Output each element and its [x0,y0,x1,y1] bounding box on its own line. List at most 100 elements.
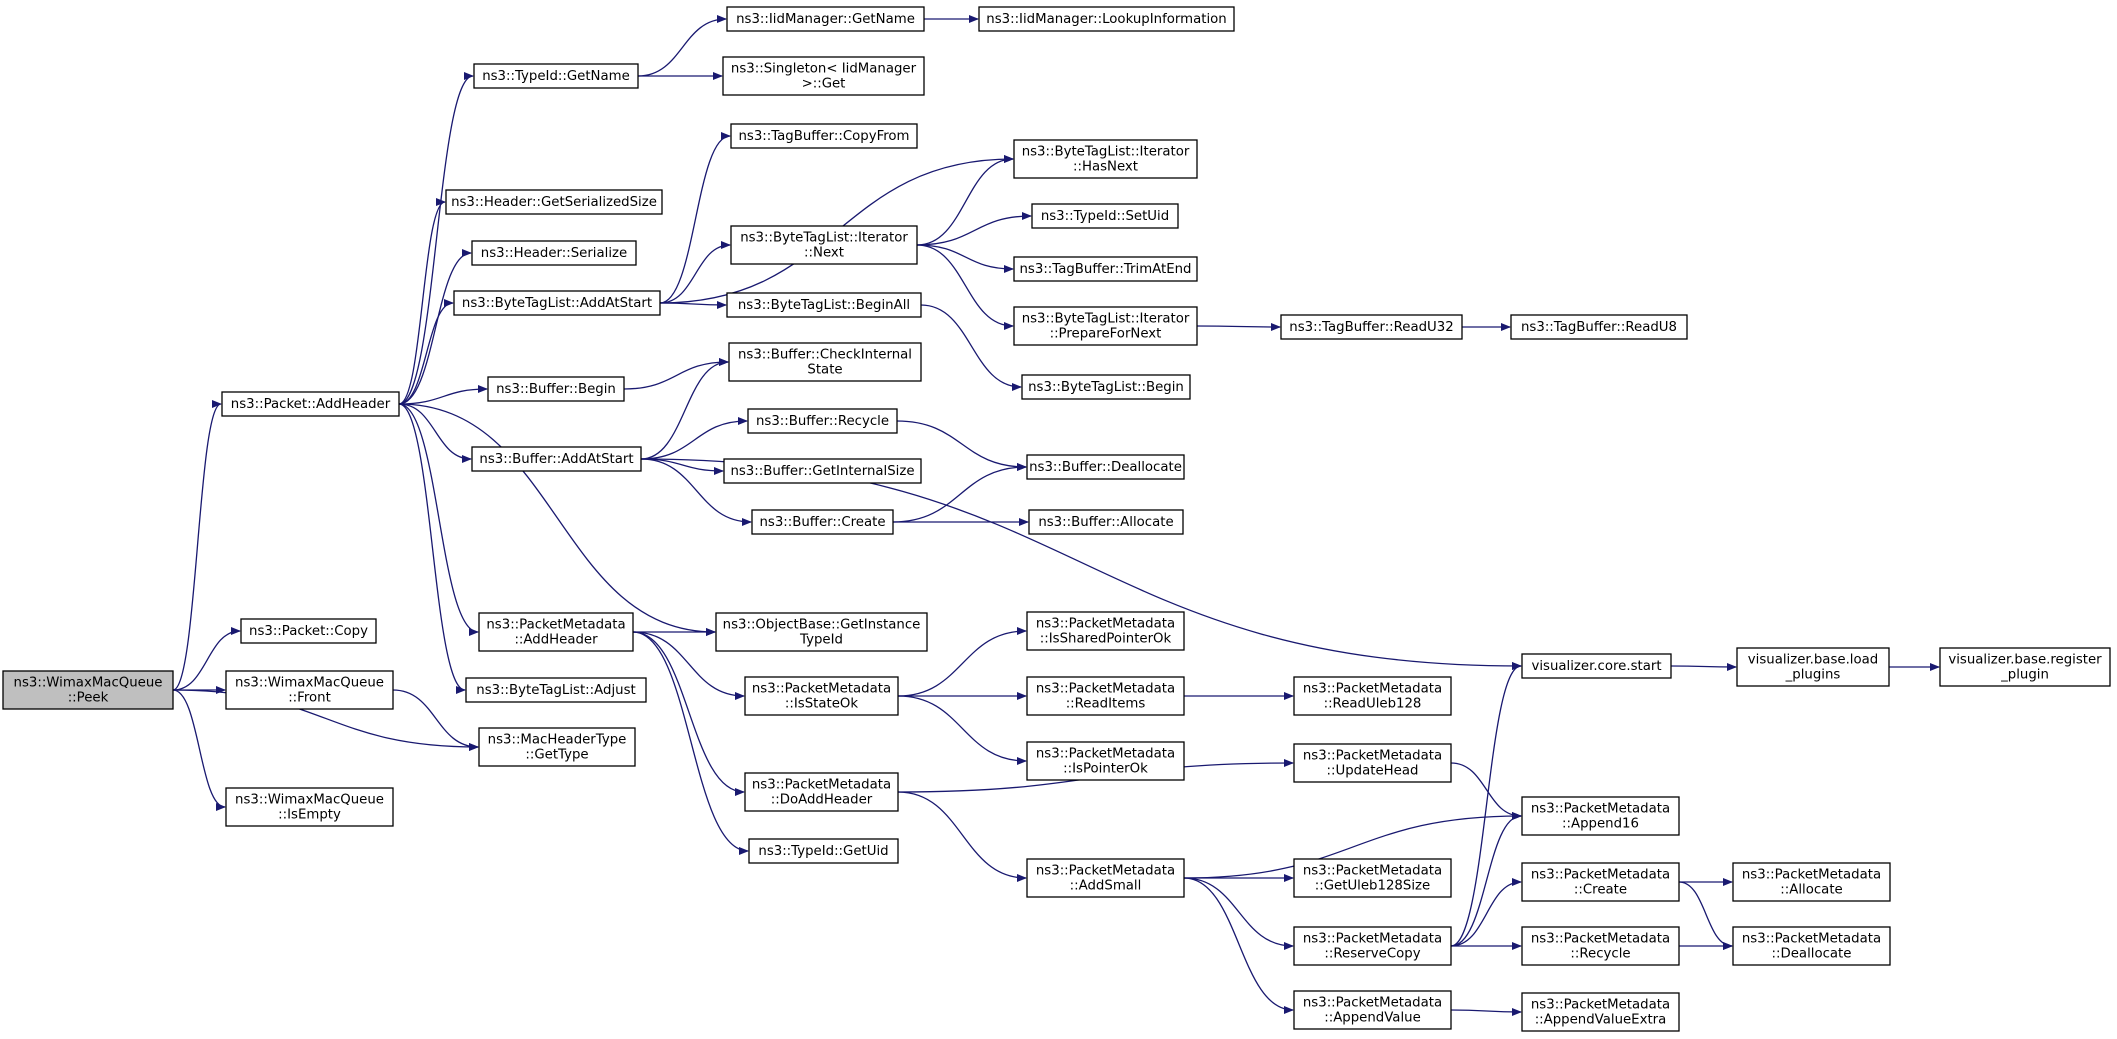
node-pm_recycle[interactable]: ns3::PacketMetadata::Recycle [1521,926,1680,966]
node-box [445,189,663,215]
edge-pm_appendvalue-to-pm_appendvalueextra [1450,1007,1522,1016]
node-viz_register[interactable]: visualizer.base.register_plugin [1939,647,2111,687]
node-label: ns3::Packet::Copy [249,624,368,639]
node-pm_isptrok[interactable]: ns3::PacketMetadata::IsPointerOk [1026,741,1185,781]
node-peek[interactable]: ns3::WimaxMacQueue::Peek [2,670,174,710]
node-label: ns3::PacketMetadata [1303,682,1442,697]
node-gettype[interactable]: ns3::MacHeaderType::GetType [478,727,636,767]
node-label: ::Front [288,691,331,706]
node-label: ns3::MacHeaderType [488,733,627,748]
edge-pm_addheader-to-typeid_getuid [632,631,749,855]
edge-btl_addatstart-to-tb_copyfrom [659,132,731,304]
node-pm_issharedptr[interactable]: ns3::PacketMetadata::IsSharedPointerOk [1026,611,1185,651]
node-label: ns3::Buffer::Recycle [756,414,889,429]
node-copy[interactable]: ns3::Packet::Copy [240,618,377,644]
node-label: ::IsSharedPointerOk [1040,632,1172,647]
edge-viz_start-to-viz_load [1670,662,1737,671]
node-pm_updatehead[interactable]: ns3::PacketMetadata::UpdateHead [1293,743,1452,783]
node-buf_addatstart[interactable]: ns3::Buffer::AddAtStart [471,446,642,472]
node-pm_reservecopy[interactable]: ns3::PacketMetadata::ReserveCopy [1293,926,1452,966]
edge-pm_doaddheader-to-pm_addsmall [897,791,1027,882]
node-isempty[interactable]: ns3::WimaxMacQueue::IsEmpty [225,787,394,827]
node-btl_addatstart[interactable]: ns3::ByteTagList::AddAtStart [453,290,661,316]
edge-peek-to-isempty [172,689,226,811]
node-btli_prepare[interactable]: ns3::ByteTagList::Iterator::PrepareForNe… [1013,306,1198,346]
node-label: ::Append16 [1562,817,1639,832]
node-label: _plugins [1785,668,1841,683]
node-typeid_getname[interactable]: ns3::TypeId::GetName [473,63,639,89]
node-buf_begin[interactable]: ns3::Buffer::Begin [487,376,625,402]
node-label: ns3::Buffer::AddAtStart [479,452,633,467]
node-pm_create[interactable]: ns3::PacketMetadata::Create [1521,862,1680,902]
node-box [471,446,642,472]
node-singleton_get[interactable]: ns3::Singleton< IidManager>::Get [722,56,925,96]
node-pm_appendvalue[interactable]: ns3::PacketMetadata::AppendValue [1293,990,1452,1030]
node-label: ns3::WimaxMacQueue [235,676,384,691]
node-label: ::IsEmpty [278,808,341,823]
node-label: ns3::PacketMetadata [1303,932,1442,947]
node-box [1028,509,1184,535]
node-label: ns3::TagBuffer::TrimAtEnd [1020,262,1192,277]
node-pm_append16[interactable]: ns3::PacketMetadata::Append16 [1521,796,1680,836]
node-buf_getinternalsize[interactable]: ns3::Buffer::GetInternalSize [723,458,922,484]
node-tb_readu8[interactable]: ns3::TagBuffer::ReadU8 [1510,314,1688,340]
node-pm_addheader[interactable]: ns3::PacketMetadata::AddHeader [478,612,634,652]
node-pm_appendvalueextra[interactable]: ns3::PacketMetadata::AppendValueExtra [1521,992,1680,1032]
node-buf_deallocate[interactable]: ns3::Buffer::Deallocate [1026,454,1185,480]
node-label: ::AppendValue [1324,1011,1421,1026]
node-iid_lookup[interactable]: ns3::IidManager::LookupInformation [978,6,1235,32]
node-iid_getname[interactable]: ns3::IidManager::GetName [726,6,925,32]
node-front[interactable]: ns3::WimaxMacQueue::Front [225,670,394,710]
node-label: ns3::WimaxMacQueue [14,676,163,691]
node-pm_readitems[interactable]: ns3::PacketMetadata::ReadItems [1026,676,1185,716]
node-label: ns3::PacketMetadata [1303,749,1442,764]
node-label: ::Peek [68,691,109,706]
node-label: ns3::PacketMetadata [1036,864,1175,879]
node-label: ns3::ByteTagList::AddAtStart [462,296,652,311]
edge-peek-to-copy [172,627,241,691]
node-box [478,612,634,652]
node-tb_readu32[interactable]: ns3::TagBuffer::ReadU32 [1280,314,1463,340]
node-box [473,63,639,89]
node-label: ns3::Header::Serialize [481,246,627,261]
node-btli_next[interactable]: ns3::ByteTagList::Iterator::Next [730,225,918,265]
node-hdr_getsersize[interactable]: ns3::Header::GetSerializedSize [445,189,663,215]
node-hdr_serialize[interactable]: ns3::Header::Serialize [471,240,637,266]
node-label: ns3::ByteTagList::Iterator [1022,145,1190,160]
node-addheader[interactable]: ns3::Packet::AddHeader [221,391,400,417]
node-label: ::PrepareForNext [1050,327,1162,342]
node-btl_beginall[interactable]: ns3::ByteTagList::BeginAll [726,292,922,318]
node-btli_hasnext[interactable]: ns3::ByteTagList::Iterator::HasNext [1013,139,1198,179]
node-viz_start[interactable]: visualizer.core.start [1521,653,1672,679]
node-pm_addsmall[interactable]: ns3::PacketMetadata::AddSmall [1026,858,1185,898]
node-buf_recycle[interactable]: ns3::Buffer::Recycle [747,408,898,434]
node-pm_readuleb[interactable]: ns3::PacketMetadata::ReadUleb128 [1293,676,1452,716]
node-label: ns3::PacketMetadata [1742,868,1881,883]
edge-addheader-to-typeid_getname [398,72,474,405]
node-btl_adjust[interactable]: ns3::ByteTagList::Adjust [465,677,647,703]
node-label: State [807,363,842,378]
node-tb_copyfrom[interactable]: ns3::TagBuffer::CopyFrom [730,123,918,149]
edge-btli_prepare-to-tb_readu32 [1196,322,1281,331]
node-buf_create[interactable]: ns3::Buffer::Create [751,509,894,535]
edge-btli_next-to-btli_hasnext [916,155,1014,246]
node-box [453,290,661,316]
node-buf_allocate[interactable]: ns3::Buffer::Allocate [1028,509,1184,535]
node-pm_getulebsize[interactable]: ns3::PacketMetadata::GetUleb128Size [1293,858,1452,898]
node-label: >::Get [802,77,846,92]
node-typeid_getuid[interactable]: ns3::TypeId::GetUid [748,838,899,864]
node-typeid_setuid[interactable]: ns3::TypeId::SetUid [1031,203,1179,229]
node-pm_isstateok[interactable]: ns3::PacketMetadata::IsStateOk [744,676,899,716]
node-pm_deallocate[interactable]: ns3::PacketMetadata::Deallocate [1732,926,1891,966]
node-pm_doaddheader[interactable]: ns3::PacketMetadata::DoAddHeader [744,772,899,812]
node-label: ::ReserveCopy [1324,947,1420,962]
node-viz_load[interactable]: visualizer.base.load_plugins [1736,647,1890,687]
edge-buf_addatstart-to-buf_recycle [640,417,748,460]
edge-btli_next-to-tb_trimatend [916,244,1014,273]
node-box [1736,647,1890,687]
node-tb_trimatend[interactable]: ns3::TagBuffer::TrimAtEnd [1013,256,1198,282]
node-pm_allocate[interactable]: ns3::PacketMetadata::Allocate [1732,862,1891,902]
node-btl_begin[interactable]: ns3::ByteTagList::Begin [1021,374,1191,400]
